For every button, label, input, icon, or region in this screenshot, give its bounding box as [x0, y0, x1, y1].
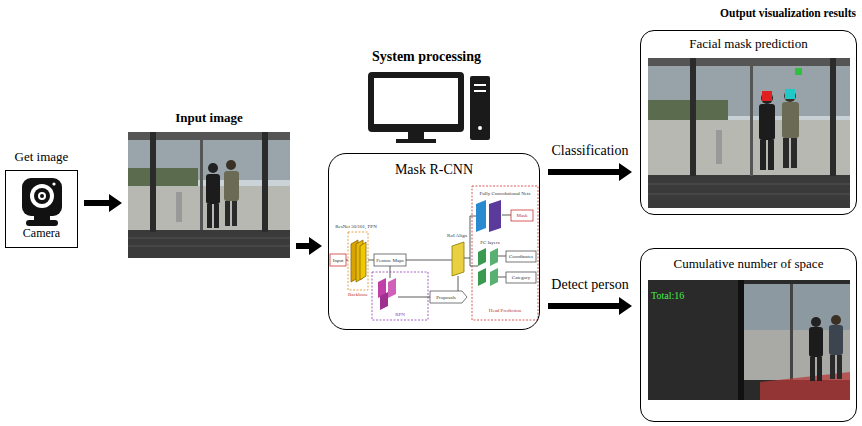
edge-label: Classification: [550, 143, 631, 158]
flow-arrow: [84, 194, 122, 212]
layer-label: Feature Maps: [376, 258, 403, 263]
edge-label: Detect person: [549, 277, 630, 292]
flow-arrow: [548, 163, 632, 181]
box-title: Cumulative number of space: [674, 257, 824, 272]
layer-label: ResNet 50/101, FPN: [335, 224, 377, 229]
flow-arrow: [296, 237, 322, 255]
computer-icon: [368, 72, 490, 143]
layer-label: Fully Convolutional Nets: [480, 191, 531, 196]
section-heading: System processing: [372, 50, 481, 64]
facial-mask-photo: [648, 58, 850, 208]
box-label: Camera: [23, 227, 60, 241]
layer-label: RPN: [395, 312, 405, 317]
section-heading: Output visualization results: [720, 8, 856, 20]
count-overlay: Total:16: [651, 291, 684, 301]
layer-label: RoI Align: [447, 233, 467, 238]
flow-arrow: [548, 297, 632, 315]
image-panel: Input image: [128, 132, 290, 258]
layer-label: Coordinates: [509, 254, 533, 259]
layer-label: Head Prediction: [489, 308, 521, 313]
output-box: Facial mask prediction: [640, 30, 857, 215]
layer-label: Category: [512, 275, 530, 280]
step-heading: Input image: [175, 111, 243, 126]
input-photo: [128, 132, 290, 258]
layer-label: Proposals: [436, 295, 455, 300]
box-title: Mask R-CNN: [395, 162, 473, 178]
camera-box: Get imageCamera: [5, 170, 78, 248]
output-box: Cumulative number of space: [640, 248, 857, 422]
layer-label: Input: [333, 258, 344, 263]
layer-label: Backbone: [348, 292, 368, 297]
model-box: Mask R-CNN: [328, 153, 540, 330]
layer-label: Mask: [516, 213, 527, 218]
box-title: Facial mask prediction: [689, 37, 807, 52]
camera-icon: [22, 178, 62, 226]
person-count-photo: [648, 280, 850, 400]
layer-label: FC layers: [480, 240, 499, 245]
network-sketch: [330, 186, 538, 320]
step-heading: Get image: [15, 150, 69, 165]
